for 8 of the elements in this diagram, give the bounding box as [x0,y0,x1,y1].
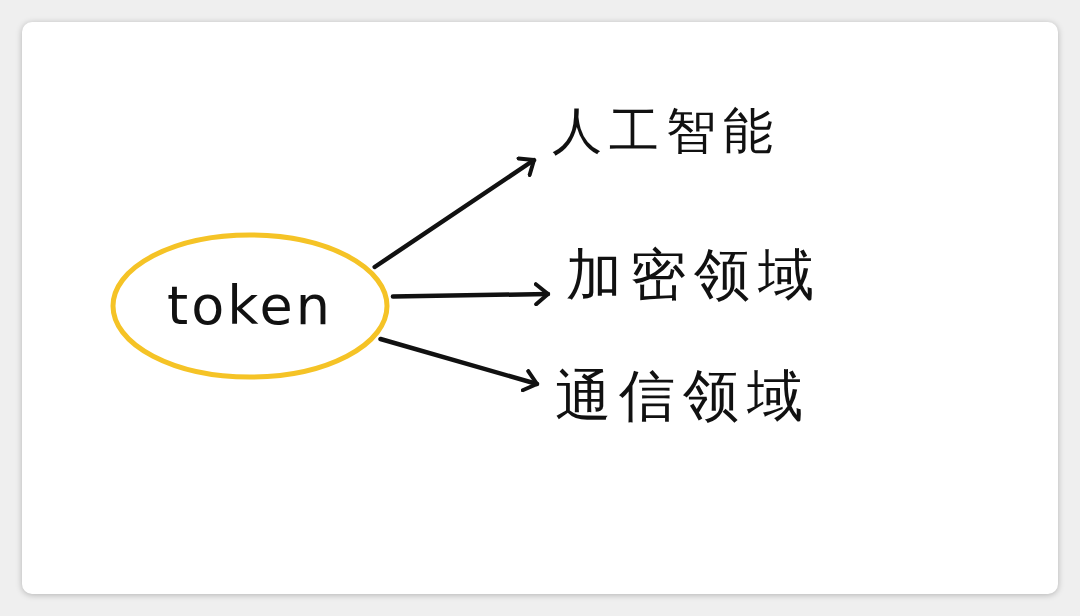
node-text: token [167,274,333,338]
topic-label: 通信领域 [537,363,811,429]
highlight-ellipse [110,232,390,380]
arrow [390,282,551,307]
topic-label: 人工智能 [534,103,780,161]
arrow [372,156,537,270]
arrow [378,336,540,393]
topic-label: 加密领域 [548,242,822,308]
